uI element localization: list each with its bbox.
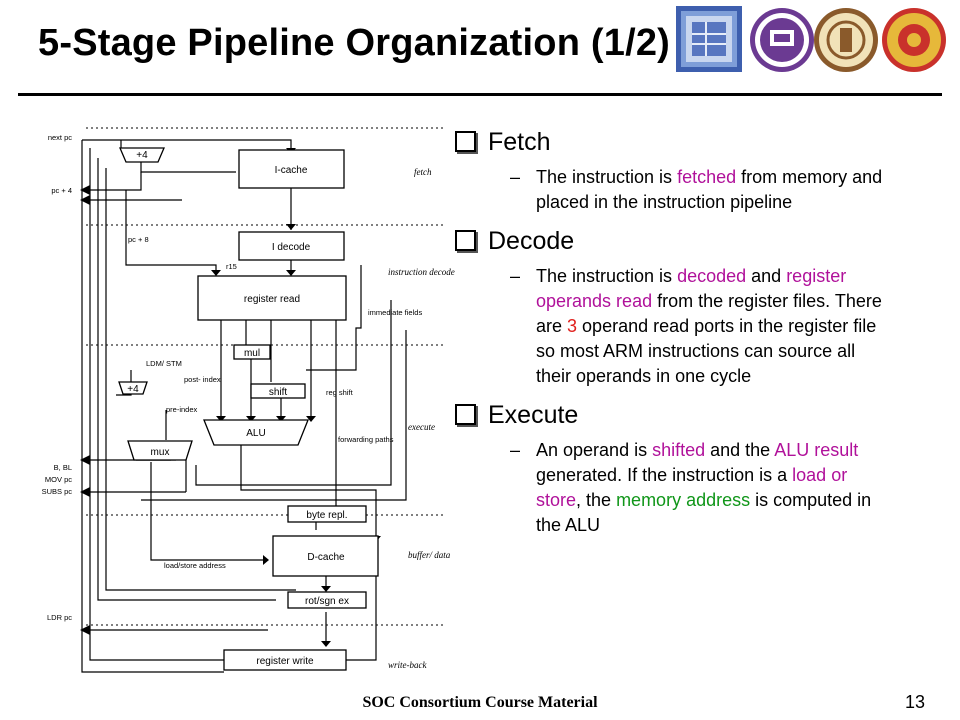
dcache-label: D-cache	[307, 552, 345, 563]
university-seal-icon-2	[814, 8, 878, 72]
load-store-address-label: load/store address	[164, 561, 226, 570]
datapath-wires	[81, 139, 407, 673]
body-text: The instruction is decoded and register …	[536, 264, 890, 389]
rot-sgn-block	[287, 591, 367, 609]
heading-text: Fetch	[488, 128, 551, 156]
r15-label: r15	[226, 262, 237, 271]
inc4-label: +4	[136, 150, 148, 161]
register-read-block	[197, 275, 347, 321]
segment-highlight: load or store	[536, 465, 848, 510]
forwarding-paths-label: forwarding paths	[338, 435, 394, 444]
pc8-label: pc + 8	[128, 235, 149, 244]
heading-text: Execute	[488, 401, 579, 429]
bullet-heading-execute: Execute	[455, 401, 945, 430]
ldm-stm-label: LDM/ STM	[146, 359, 182, 368]
checkbox-bullet-icon	[455, 131, 476, 152]
dcache-block	[272, 535, 379, 577]
reg-shift-label: reg shift	[326, 388, 354, 397]
footer-text: SOC Consortium Course Material	[362, 694, 598, 711]
inc4b-label: +4	[127, 384, 139, 395]
ldr-pc-label: LDR pc	[47, 613, 72, 622]
stage-execute-label: execute	[408, 422, 435, 432]
inc4b-block	[118, 381, 148, 395]
icache-block	[238, 149, 345, 189]
segment: and the	[705, 440, 775, 460]
stage-buffer-label: buffer/ data	[408, 550, 451, 560]
segment-highlight: decoded	[677, 266, 747, 286]
university-seal-icon-3	[882, 8, 946, 72]
mul-label: mul	[244, 348, 260, 359]
segment: , the	[576, 490, 617, 510]
next-pc-label: next pc	[48, 133, 72, 142]
bullet-body-execute: – An operand is shifted and the ALU resu…	[510, 438, 890, 538]
bullet-heading-decode: Decode	[455, 227, 945, 256]
stage-separators	[86, 127, 446, 626]
segment: The instruction is	[536, 266, 678, 286]
idecode-label: I decode	[272, 242, 311, 253]
idecode-block	[238, 231, 345, 261]
stage-fetch-label: fetch	[414, 167, 432, 177]
register-read-label: register read	[244, 294, 300, 305]
segment: An operand is	[536, 440, 653, 460]
pipeline-diagram: +4 I-cache I decode register read mul +4…	[42, 127, 455, 673]
bullet-body-fetch: – The instruction is fetched from memory…	[510, 165, 890, 215]
stage-decode-label: instruction decode	[388, 267, 455, 277]
university-seal-icon-1	[750, 8, 814, 72]
soc-logo-icon	[676, 6, 742, 72]
dash-icon: –	[510, 266, 521, 286]
segment: operand read ports in the register file …	[536, 316, 877, 386]
alu-block	[203, 419, 309, 446]
segment-highlight: memory address	[616, 490, 751, 510]
icache-label: I-cache	[275, 165, 308, 176]
segment-highlight: register operands read	[536, 266, 847, 311]
shift-block	[250, 383, 306, 399]
dash-icon: –	[510, 167, 521, 187]
pc-plus4-label: pc + 4	[51, 186, 72, 195]
checkbox-bullet-icon	[455, 230, 476, 251]
mux-block	[127, 440, 193, 461]
dash-icon: –	[510, 440, 521, 460]
byte-repl-label: byte repl.	[306, 510, 347, 521]
register-write-label: register write	[256, 656, 314, 667]
pre-index-label: pre-index	[166, 405, 198, 414]
mux-label: mux	[151, 447, 170, 458]
segment: The instruction is	[536, 167, 678, 187]
segment: from the register files. There are	[536, 291, 882, 336]
checkbox-bullet-icon	[455, 404, 476, 425]
register-write-block	[223, 649, 347, 671]
arrowheads	[80, 148, 381, 647]
segment: is computed in the ALU	[536, 490, 872, 535]
immediate-fields-label: immediate fields	[368, 308, 422, 317]
byte-repl-block	[287, 505, 367, 523]
slide-title: 5-Stage Pipeline Organization (1/2)	[38, 22, 671, 64]
mov-pc-label: MOV pc	[45, 475, 72, 484]
body-text: The instruction is fetched from memory a…	[536, 165, 890, 215]
heading-text: Decode	[488, 227, 575, 255]
segment-highlight: fetched	[677, 167, 737, 187]
bullet-body-decode: – The instruction is decoded and registe…	[510, 264, 890, 389]
logo-strip	[676, 6, 946, 72]
b-bl-label: B, BL	[54, 463, 72, 472]
segment: generated. If the instruction is a	[536, 465, 793, 485]
title-divider	[18, 93, 942, 96]
alu-label: ALU	[246, 428, 265, 439]
segment-highlight: ALU result	[774, 440, 859, 460]
mul-block	[233, 344, 271, 360]
segment: and	[746, 266, 787, 286]
bullet-list: Fetch – The instruction is fetched from …	[455, 128, 945, 538]
stage-writeback-label: write-back	[388, 660, 427, 670]
pc-incrementer-block	[119, 147, 165, 163]
segment-highlight: shifted	[652, 440, 706, 460]
rot-sgn-label: rot/sgn ex	[305, 596, 349, 607]
segment: from memory and placed in the instructio…	[536, 167, 883, 212]
body-text: An operand is shifted and the ALU result…	[536, 438, 890, 538]
page-number: 13	[905, 692, 926, 712]
post-index-label: post- index	[184, 375, 221, 384]
subs-pc-label: SUBS pc	[42, 487, 73, 496]
segment-highlight: 3	[567, 316, 578, 336]
shift-label: shift	[269, 387, 288, 398]
bullet-heading-fetch: Fetch	[455, 128, 945, 157]
